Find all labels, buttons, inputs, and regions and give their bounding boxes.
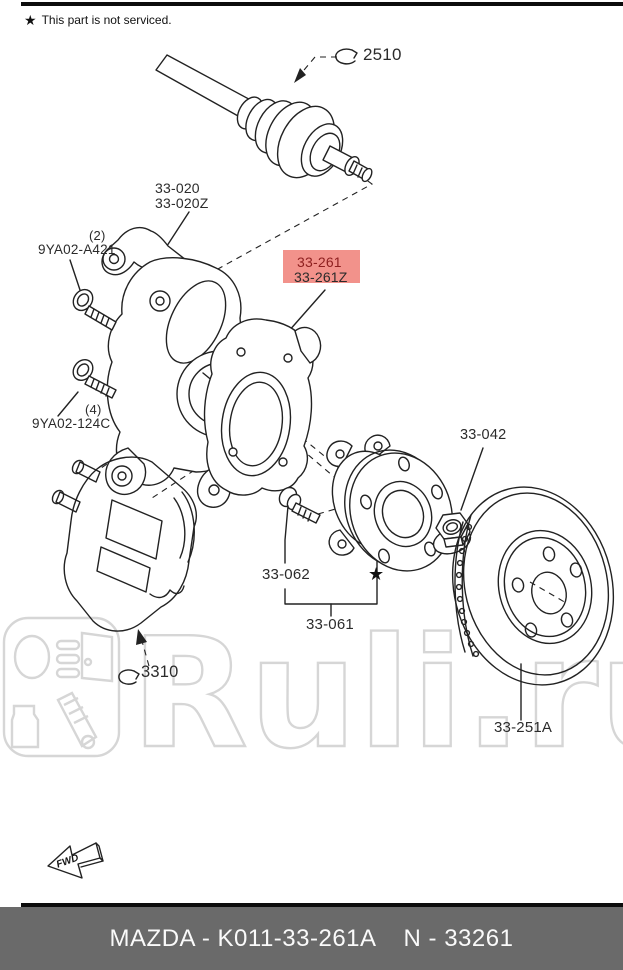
watermark-logo-frame <box>2 616 121 758</box>
callout-wheel-stud: 33-062 <box>262 566 310 583</box>
cv-axle <box>155 54 373 183</box>
lower-bolt <box>57 359 117 417</box>
upper-bolt <box>69 259 117 331</box>
watermark-text: Ruli.ru <box>131 605 623 782</box>
callout-lower-bolt-qty: (4) <box>85 402 102 417</box>
top-rule <box>21 2 623 6</box>
dust-shield <box>203 289 326 496</box>
watermark: Ruli.ru <box>2 604 623 783</box>
callout-brake-disc: 33-251A <box>494 719 553 736</box>
not-serviced-note: ★ This part is not serviced. <box>24 13 172 27</box>
footer-brand-part: MAZDA - K011-33-261A <box>109 924 377 952</box>
callout-hub-assembly: 33-061 <box>306 616 354 633</box>
callout-upper-bolt: 9YA02-A421 <box>38 242 116 257</box>
caliper-arrowhead <box>136 629 147 645</box>
callout-dust-shield: 33-261 <box>297 254 342 270</box>
note-text: This part is not serviced. <box>41 13 172 27</box>
wheel-stud <box>278 486 378 617</box>
brake-caliper <box>51 456 198 685</box>
bottom-rule <box>21 903 623 907</box>
brake-disc <box>451 486 615 721</box>
footer-bar: MAZDA - K011-33-261A N - 33261 <box>0 907 623 970</box>
hub-star-icon: ★ <box>368 564 385 584</box>
callout-dust-shield-alt: 33-261Z <box>294 269 348 285</box>
callout-upper-bolt-qty: (2) <box>89 228 106 243</box>
callout-caliper: 3310 <box>141 663 179 681</box>
callout-hub-nut: 33-042 <box>460 427 507 443</box>
caliper-clip-icon <box>118 669 137 685</box>
axle-clip-icon <box>294 48 358 83</box>
callout-knuckle-main: 33-020 <box>155 180 200 196</box>
callout-lower-bolt: 9YA02-124C <box>32 416 111 431</box>
callout-knuckle: 33-020 33-020Z <box>155 180 209 212</box>
callout-axle-clip: 2510 <box>363 45 402 64</box>
wheel-hub <box>326 434 453 572</box>
highlight-box <box>283 250 360 283</box>
star-icon: ★ <box>24 12 37 28</box>
callout-knuckle-alt: 33-020Z <box>155 195 209 212</box>
footer-number: N - 33261 <box>403 924 514 952</box>
fwd-arrow: FWD <box>47 842 104 879</box>
